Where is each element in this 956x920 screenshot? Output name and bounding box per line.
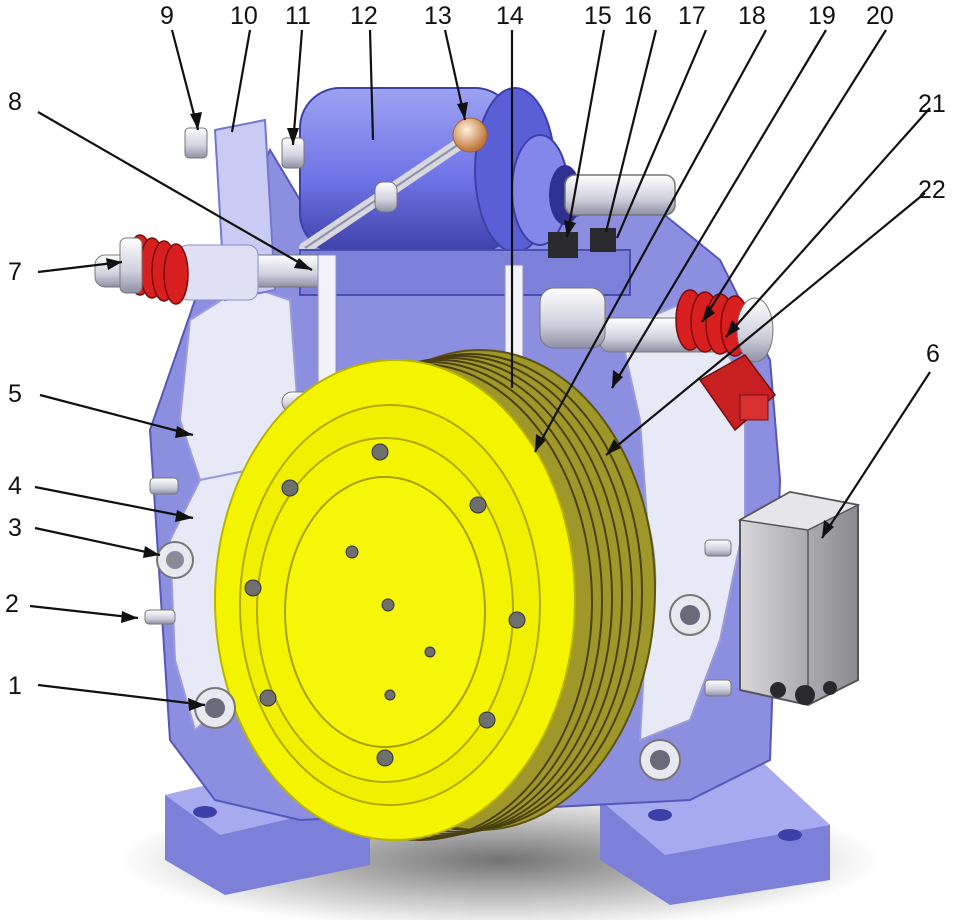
- callout-5: 5: [8, 380, 22, 408]
- callout-12: 12: [350, 2, 378, 30]
- terminal-box: [737, 490, 861, 707]
- callout-15: 15: [584, 2, 612, 30]
- callout-9: 9: [160, 2, 174, 30]
- callout-7: 7: [8, 258, 22, 286]
- callout-14: 14: [496, 2, 524, 30]
- red-limit-switch: [698, 354, 777, 432]
- callout-16: 16: [624, 2, 652, 30]
- callout-6: 6: [926, 340, 940, 368]
- callout-3: 3: [8, 514, 22, 542]
- callout-22: 22: [918, 176, 946, 204]
- callout-2: 2: [5, 590, 19, 618]
- callout-4: 4: [8, 472, 22, 500]
- release-lever: [299, 117, 488, 254]
- frame-pins: [144, 127, 732, 781]
- left-spring-assembly: [94, 234, 326, 305]
- callout-21: 21: [918, 90, 946, 118]
- right-spring-assembly: [539, 287, 774, 363]
- traction-sheave: [214, 349, 656, 841]
- callout-10: 10: [230, 2, 258, 30]
- callout-18: 18: [738, 2, 766, 30]
- callout-17: 17: [678, 2, 706, 30]
- callout-labels: 1 2 3 4 5 6 7 8 9 10 11 12 13 14 15 16 1…: [5, 2, 946, 700]
- callout-19: 19: [808, 2, 836, 30]
- arrowheads: [106, 102, 834, 711]
- callout-1: 1: [8, 672, 22, 700]
- callout-8: 8: [8, 88, 22, 116]
- leader-lines: [29, 29, 931, 707]
- callout-20: 20: [866, 2, 894, 30]
- top-switches: [548, 228, 616, 258]
- callout-11: 11: [285, 2, 311, 30]
- callout-13: 13: [424, 2, 452, 30]
